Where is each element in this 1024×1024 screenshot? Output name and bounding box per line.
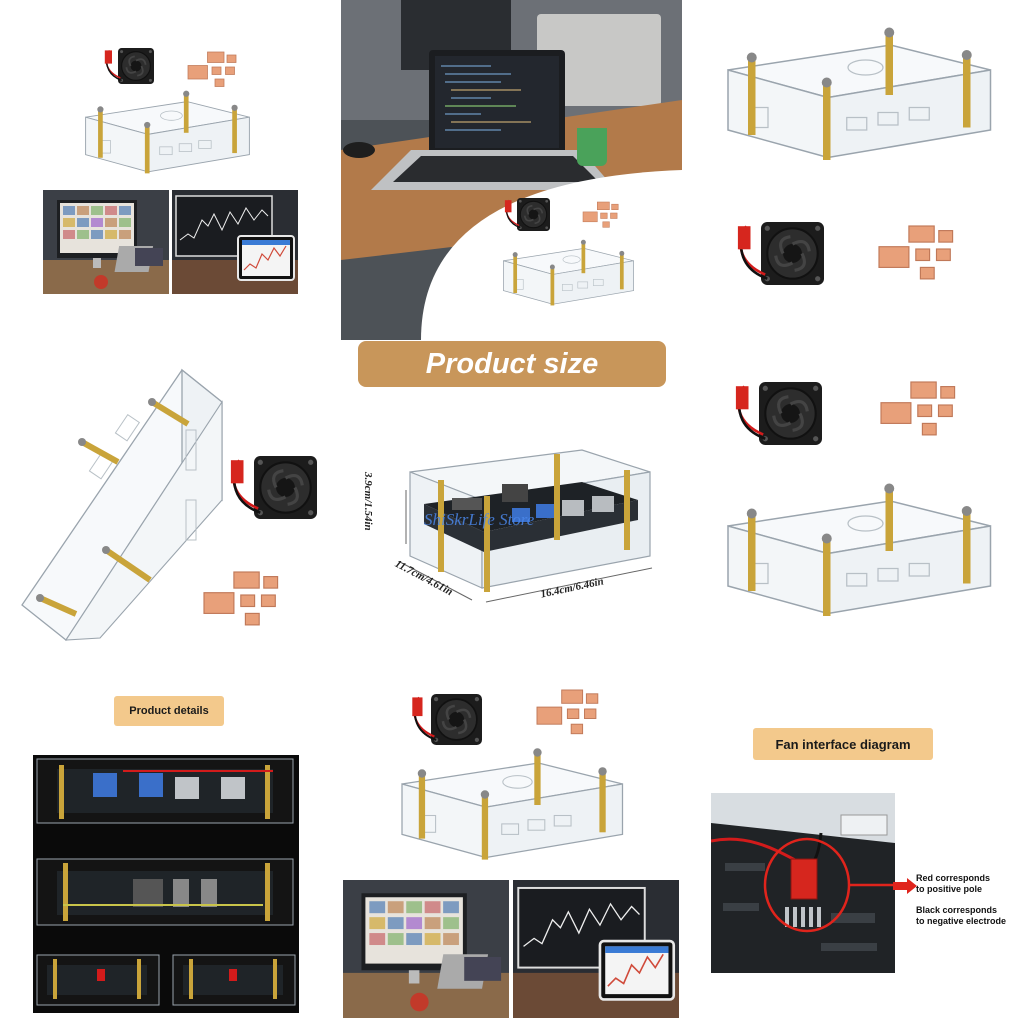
panel-desk-scene [341, 0, 682, 340]
case-illustration-2 [727, 380, 992, 617]
desk-photo [341, 0, 682, 340]
panel-fan-interface [711, 793, 895, 973]
fan-note-black: Black corresponds to negative electrode [916, 905, 1006, 927]
fan-interface-label: Fan interface diagram [775, 736, 911, 752]
store-watermark: ShiSkrLife Store [424, 510, 535, 529]
tilted-case-illustration [21, 368, 319, 641]
panel-case-top-right [683, 0, 1024, 340]
fan-note-black-line2: to negative electrode [916, 916, 1007, 926]
monitor-photo [43, 190, 169, 294]
fan-note-red-line2: to positive pole [916, 884, 983, 894]
panel-kit-overview [0, 0, 340, 340]
chart-photo-2 [513, 880, 679, 1018]
panel-product-details [33, 755, 299, 1013]
fan-note-red-line1: Red corresponds [916, 873, 991, 883]
board-in-case-illustration [399, 449, 653, 603]
panel-product-size: 3.9cm/1.54in 11.7cm/4.61in 16.4cm/6.46in… [362, 392, 662, 632]
product-details-tag: Product details [114, 696, 224, 726]
chart-photo [172, 190, 298, 294]
panel-kit-bottom [341, 680, 682, 1024]
callout-arrow-icon [893, 878, 917, 894]
fan-connector-photo [711, 793, 895, 973]
monitor-photo-2 [343, 880, 509, 1018]
panel-case-right-mid [683, 360, 1024, 650]
product-size-banner: Product size [358, 341, 666, 387]
kit-illustration-2 [401, 689, 624, 861]
detail-photos [36, 758, 296, 1006]
dimension-height: 3.9cm/1.54in [362, 472, 374, 531]
case-illustration [727, 26, 992, 287]
product-details-label: Product details [129, 705, 209, 717]
panel-tilted-case [0, 350, 340, 650]
fan-interface-tag: Fan interface diagram [753, 728, 933, 760]
fan-note-black-line1: Black corresponds [916, 905, 998, 915]
fan-note-red: Red corresponds to positive pole [916, 873, 990, 895]
product-size-title: Product size [425, 347, 599, 380]
